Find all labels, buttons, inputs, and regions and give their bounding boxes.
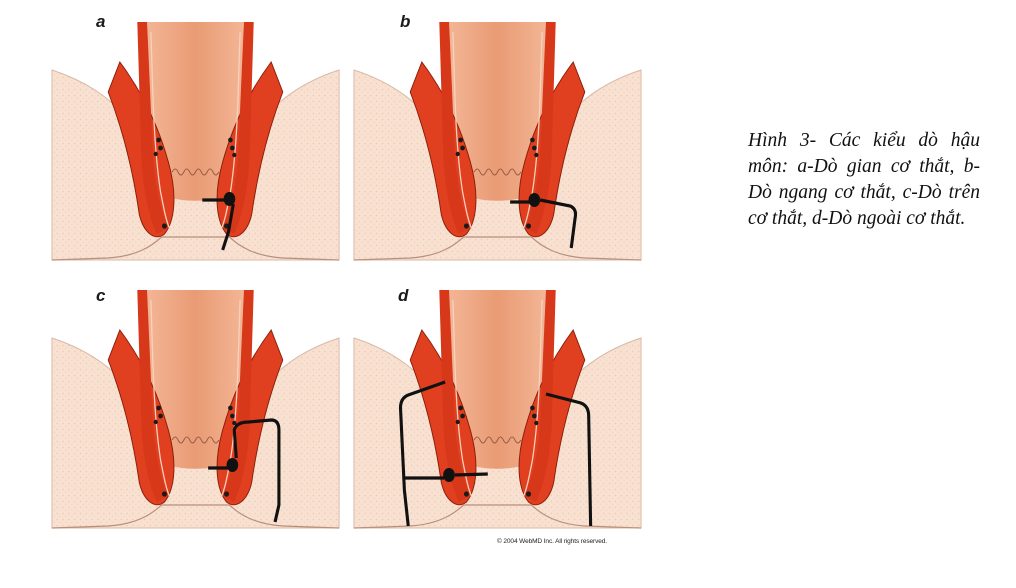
panel-label-c: c: [96, 286, 106, 305]
panel-label-a: a: [96, 12, 106, 31]
panel-label-b: b: [400, 12, 411, 31]
figure-caption: Hình 3- Các kiểu dò hậu môn: a-Dò gian c…: [748, 130, 980, 229]
panel-d: [353, 289, 642, 529]
panel-c: [51, 289, 340, 529]
panel-label-d: d: [398, 286, 409, 305]
fistula-tract-d: [398, 380, 593, 527]
panel-a: [51, 21, 340, 261]
fistula-tract-a: [202, 192, 236, 251]
copyright-notice: © 2004 WebMD Inc. All rights reserved.: [497, 538, 607, 545]
fistula-tract-b: [510, 193, 578, 249]
fistula-tract-c: [208, 418, 281, 523]
panel-b: [353, 21, 642, 261]
